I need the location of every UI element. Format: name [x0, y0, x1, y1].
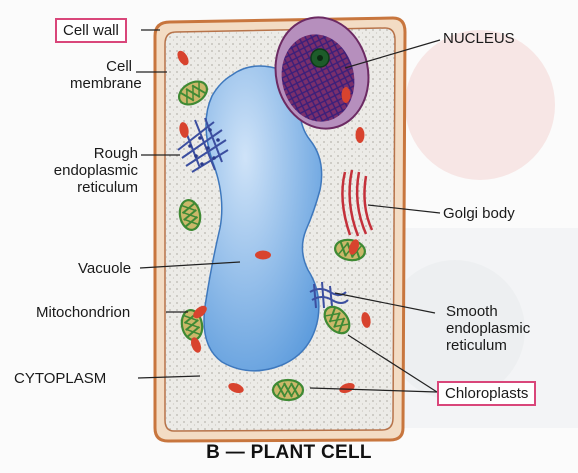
label-chloroplasts: Chloroplasts [437, 381, 537, 406]
chloroplast [178, 199, 202, 231]
label-vacuole: Vacuole [78, 260, 132, 277]
chloroplast [177, 80, 209, 106]
mitochondrion [190, 337, 202, 353]
label-smooth-er-line2: endoplasmic [446, 320, 531, 337]
mitochondrion [341, 87, 351, 103]
label-rough-er-line1: Rough [93, 145, 138, 162]
mitochondrion [339, 382, 355, 394]
mitochondrion [348, 239, 360, 255]
label-mitochondrion: Mitochondrion [36, 304, 131, 321]
label-cell-membrane-line2: membrane [70, 75, 142, 92]
chloroplast [271, 378, 305, 402]
label-cell-membrane-line1: Cell [106, 58, 132, 75]
mitochondrion [361, 312, 371, 328]
mitochondrion [177, 50, 189, 66]
golgi-body [341, 169, 374, 237]
mitochondrion [228, 382, 244, 394]
label-smooth-er-line3: reticulum [446, 337, 507, 354]
mitochondrion [179, 122, 189, 138]
label-smooth-er: Smooth endoplasmic reticulum [446, 303, 530, 354]
label-golgi-body: Golgi body [443, 205, 515, 222]
label-cell-membrane: Cell membrane [70, 58, 142, 92]
label-nucleus: NUCLEUS [443, 30, 515, 47]
figure-caption: B — PLANT CELL [206, 442, 372, 463]
background-page-decoration [385, 30, 578, 428]
leader-lines [136, 29, 441, 393]
chloroplast [323, 305, 351, 335]
mitochondrion [355, 127, 365, 143]
label-cell-wall: Cell wall [55, 18, 127, 43]
mitochondrion [193, 305, 207, 319]
label-rough-er-line3: reticulum [77, 179, 138, 196]
mitochondrion [255, 250, 271, 260]
label-rough-er-line2: endoplasmic [53, 162, 138, 179]
mitochondria [177, 50, 371, 394]
label-rough-er: Rough endoplasmic reticulum [40, 145, 138, 196]
label-cytoplasm: CYTOPLASM [14, 370, 107, 387]
rough-er [177, 117, 229, 173]
label-smooth-er-line1: Smooth [446, 303, 498, 320]
